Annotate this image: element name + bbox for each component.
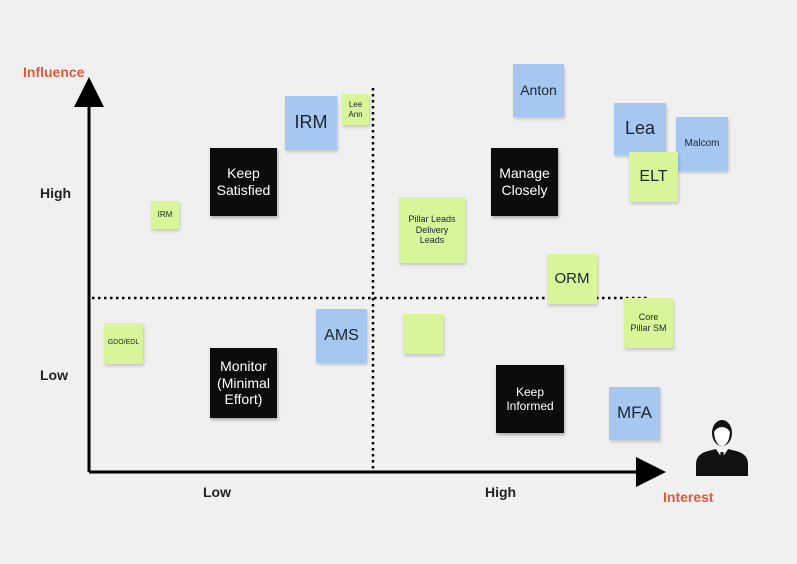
y-tick-high: High bbox=[40, 185, 72, 201]
note-lea: Lea bbox=[614, 103, 666, 155]
note-lee-ann: Lee Ann bbox=[342, 94, 369, 125]
note-mfa: MFA bbox=[609, 387, 660, 440]
note-malcom: Malcom bbox=[676, 117, 728, 171]
quadrant-keep-satisfied: Keep Satisfied bbox=[210, 148, 277, 216]
quadrant-manage-closely: Manage Closely bbox=[491, 148, 558, 216]
x-tick-high: High bbox=[485, 484, 517, 500]
note-irm-small: IRM bbox=[151, 201, 179, 229]
note-core-pillar: Core Pillar SM bbox=[624, 298, 673, 348]
note-irm-large: IRM bbox=[285, 96, 337, 150]
businessman-icon bbox=[696, 420, 748, 476]
quadrant-monitor: Monitor (Minimal Effort) bbox=[210, 348, 277, 418]
x-axis-title: Interest bbox=[663, 489, 714, 505]
x-tick-low: Low bbox=[203, 484, 231, 500]
quadrant-keep-informed: Keep Informed bbox=[496, 365, 564, 433]
y-axis-title: Influence bbox=[23, 64, 85, 80]
note-gdo-edl: GDO/EDL bbox=[104, 323, 143, 364]
y-tick-low: Low bbox=[40, 367, 68, 383]
note-anton: Anton bbox=[513, 64, 564, 117]
note-ams: AMS bbox=[316, 309, 367, 363]
note-blank bbox=[403, 314, 443, 354]
note-orm: ORM bbox=[547, 254, 597, 304]
note-elt: ELT bbox=[629, 152, 678, 202]
note-pillar-leads: Pillar Leads Delivery Leads bbox=[399, 197, 465, 263]
